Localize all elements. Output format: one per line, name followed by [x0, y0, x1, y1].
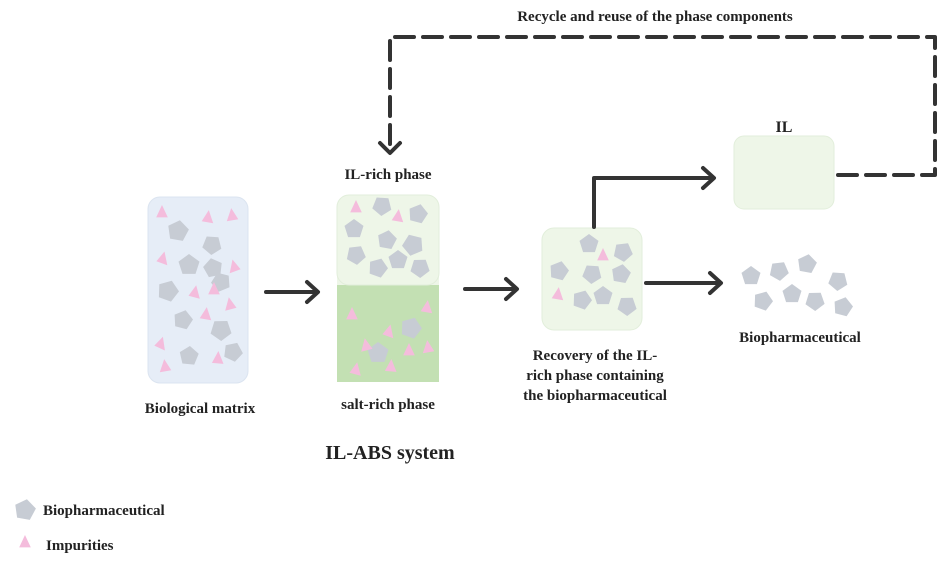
biopharmaceutical-particle-icon [401, 317, 422, 339]
biopharmaceutical-particle-icon [378, 230, 397, 249]
impurity-particle-icon [226, 208, 239, 222]
salt-phase-contents [346, 300, 435, 376]
biopharmaceutical-particle-icon [202, 236, 222, 255]
legend-triangle-icon [19, 535, 31, 548]
impurity-particle-icon [346, 307, 358, 320]
impurity-particle-icon [159, 359, 172, 373]
biopharmaceutical-particle-icon [402, 234, 423, 256]
biopharmaceutical-particle-icon [388, 250, 408, 269]
impurity-particle-icon [420, 300, 433, 314]
impurity-particle-icon [597, 248, 609, 261]
biopharmaceutical-particle-icon [210, 321, 232, 341]
recovery-label-line-3: the biopharmaceutical [523, 388, 667, 404]
biopharmaceutical-particle-icon [613, 243, 633, 262]
impurity-particle-icon [208, 282, 220, 295]
impurity-particle-icon [384, 359, 397, 372]
biopharmaceutical-particle-icon [410, 259, 430, 278]
il-label: IL [775, 119, 793, 136]
recovery-label-line-2: rich phase containing [526, 368, 664, 384]
legend-biopharmaceutical-label: Biopharmaceutical [43, 503, 165, 519]
biological-matrix-contents [154, 205, 243, 373]
arrow-abs-to-recovery [463, 277, 519, 301]
il-phase-contents [344, 197, 430, 278]
recovery-label-line-1: Recovery of the IL- [532, 348, 658, 364]
biological-matrix-label: Biological matrix [144, 401, 256, 417]
impurity-particle-icon [156, 205, 168, 218]
arrow-recovery-to-il [592, 166, 716, 229]
recycle-label: Recycle and reuse of the phase component… [517, 9, 793, 25]
biopharmaceutical-particle-icon [178, 254, 200, 274]
recycle-arrowhead [378, 141, 402, 155]
impurity-particle-icon [154, 336, 165, 351]
impurity-particle-icon [201, 210, 214, 224]
biopharmaceutical-particle-icon [344, 219, 364, 238]
impurity-particle-icon [350, 200, 362, 213]
biopharmaceutical-particle-icon [573, 290, 592, 310]
impurity-particle-icon [382, 324, 394, 339]
il-rich-phase-region [336, 194, 440, 286]
impurity-particle-icon [349, 362, 361, 376]
impurity-particle-icon [403, 343, 415, 356]
biopharmaceutical-particle-icon [15, 499, 36, 520]
biopharmaceutical-particle-icon [367, 342, 389, 362]
biopharmaceutical-particle-icon [372, 197, 392, 216]
arrow-recovery-to-product [644, 271, 723, 295]
arrow-matrix-to-abs [264, 280, 320, 304]
impurity-particle-icon [156, 251, 168, 266]
impurity-particle-icon [211, 351, 224, 364]
biopharmaceutical-particle-icon [741, 266, 761, 285]
biopharmaceutical-particle-icon [179, 346, 199, 365]
biopharmaceutical-particle-icon [550, 261, 569, 281]
biopharmaceutical-particle-icon [805, 292, 825, 311]
il-container [733, 135, 835, 210]
biopharmaceutical-particle-icon [582, 265, 602, 284]
biopharmaceutical-particle-icon [203, 258, 222, 278]
recovered-phase-contents [550, 234, 637, 316]
biopharmaceutical-particle-icon [409, 204, 428, 224]
biopharmaceutical-particle-icon [617, 297, 637, 316]
biopharmaceutical-product-cluster [741, 254, 853, 317]
impurity-particle-icon [391, 209, 404, 223]
impurity-particle-icon [551, 287, 564, 301]
biopharmaceutical-particle-icon [834, 297, 853, 317]
salt-rich-phase-label: salt-rich phase [341, 397, 435, 413]
biopharmaceutical-particle-icon [769, 262, 789, 281]
biopharmaceutical-particle-icon [612, 264, 631, 283]
biopharmaceutical-particle-icon [158, 280, 179, 302]
biopharmaceutical-particle-icon [754, 291, 773, 311]
biopharmaceutical-particle-icon [346, 246, 366, 265]
biopharmaceutical-particle-icon [828, 272, 848, 291]
legend-pentagon-icon [15, 499, 36, 520]
legend-impurities-label: Impurities [46, 538, 114, 554]
biopharmaceutical-particle-icon [168, 220, 189, 241]
il-rich-phase-label: IL-rich phase [344, 167, 432, 183]
il-abs-system-title: IL-ABS system [325, 442, 455, 464]
impurity-particle-icon [361, 338, 373, 352]
recycle-dashed-loop [388, 35, 937, 177]
impurity-particle-icon [229, 259, 241, 274]
impurity-particle-icon [422, 340, 435, 354]
impurity-particle-icon [188, 285, 200, 299]
biopharmaceutical-particle-icon [593, 286, 613, 305]
impurity-particle-icon [199, 307, 212, 321]
impurity-particle-icon [225, 297, 237, 311]
biopharmaceutical-output-label: Biopharmaceutical [739, 330, 861, 346]
impurity-particle-icon [19, 535, 31, 548]
biopharmaceutical-particle-icon [782, 284, 802, 303]
biopharmaceutical-particle-icon [369, 258, 388, 278]
biopharmaceutical-particle-icon [224, 342, 243, 362]
biopharmaceutical-particle-icon [174, 310, 193, 330]
biopharmaceutical-particle-icon [579, 234, 599, 253]
biopharmaceutical-particle-icon [798, 254, 817, 273]
